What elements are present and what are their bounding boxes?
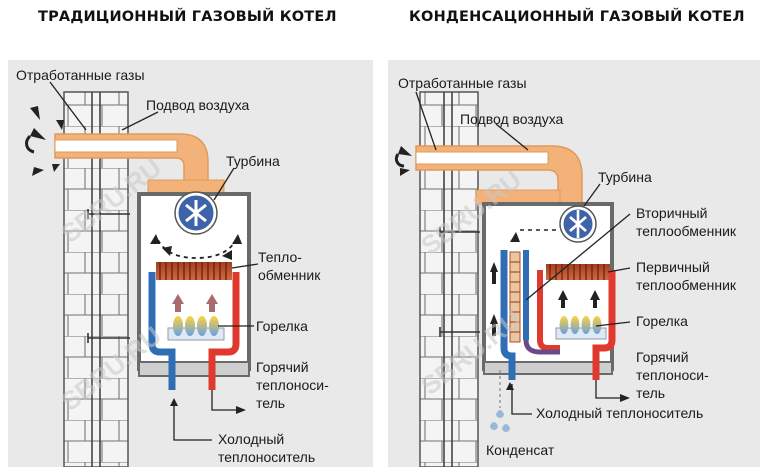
right-label-primary-hx-line2: теплообменник [636,277,737,293]
right-water-loop [523,270,616,380]
title-traditional-boiler: ТРАДИЦИОННЫЙ ГАЗОВЫЙ КОТЕЛ [38,9,337,25]
left-label-air-supply: Подвод воздуха [146,97,250,113]
right-primary-heat-exchanger [546,264,610,280]
right-wall-anchors [439,227,480,337]
right-leader-lines [415,91,631,415]
title-condensing-boiler: КОНДЕНСАЦИОННЫЙ ГАЗОВЫЙ КОТЕЛ [409,9,745,25]
left-label-hot-coolant-line2: теплоноси- [256,377,329,393]
left-flue-pipe [54,133,225,195]
right-exhaust-arrows [394,146,412,176]
right-panel: Отработанные газы Подвод воздуха Турбина… [388,60,760,467]
right-label-hot-coolant-line2: теплоноси- [636,367,709,383]
left-label-hot-coolant-line3: тель [256,395,285,411]
left-label-heat-exchanger-line1: Тепло- [258,249,302,265]
left-label-turbine: Турбина [226,153,280,169]
right-label-burner: Горелка [636,313,688,329]
right-label-air-supply: Подвод воздуха [460,111,564,127]
right-label-secondary-hx-line1: Вторичный [636,205,707,221]
left-heat-arrows [172,294,218,312]
left-panel: Отработанные газы Подвод воздуха Турбина… [8,60,373,467]
right-label-cold-coolant: Холодный теплоноситель [536,405,703,421]
condensate-drops [490,370,510,432]
left-turbine [174,191,218,235]
right-label-secondary-hx-line2: теплообменник [636,223,737,239]
right-burner [555,316,607,340]
left-exhaust-arrows [25,106,64,176]
right-heat-arrows [490,262,600,336]
left-wall-anchors [87,209,130,343]
right-label-condensate: Конденсат [486,442,555,458]
right-label-hot-coolant-line3: тель [636,385,665,401]
right-label-hot-coolant-line1: Горячий [636,349,689,365]
left-leader-lines [49,81,259,441]
right-label-primary-hx-line1: Первичный [636,259,710,275]
left-label-cold-coolant-line1: Холодный [218,431,284,447]
right-label-turbine: Турбина [598,169,652,185]
left-heat-exchanger [156,262,232,280]
left-label-hot-coolant-line1: Горячий [256,359,309,375]
left-water-loop [148,272,240,390]
right-turbine [559,205,597,243]
right-secondary-heat-exchanger [500,250,529,380]
left-label-heat-exchanger-line2: обменник [258,267,321,283]
left-label-burner: Горелка [256,318,308,334]
left-label-cold-coolant-line2: теплоноситель [218,449,315,465]
left-burner [167,316,225,341]
left-label-exhaust-gases: Отработанные газы [16,67,145,83]
right-label-exhaust-gases: Отработанные газы [398,75,527,91]
